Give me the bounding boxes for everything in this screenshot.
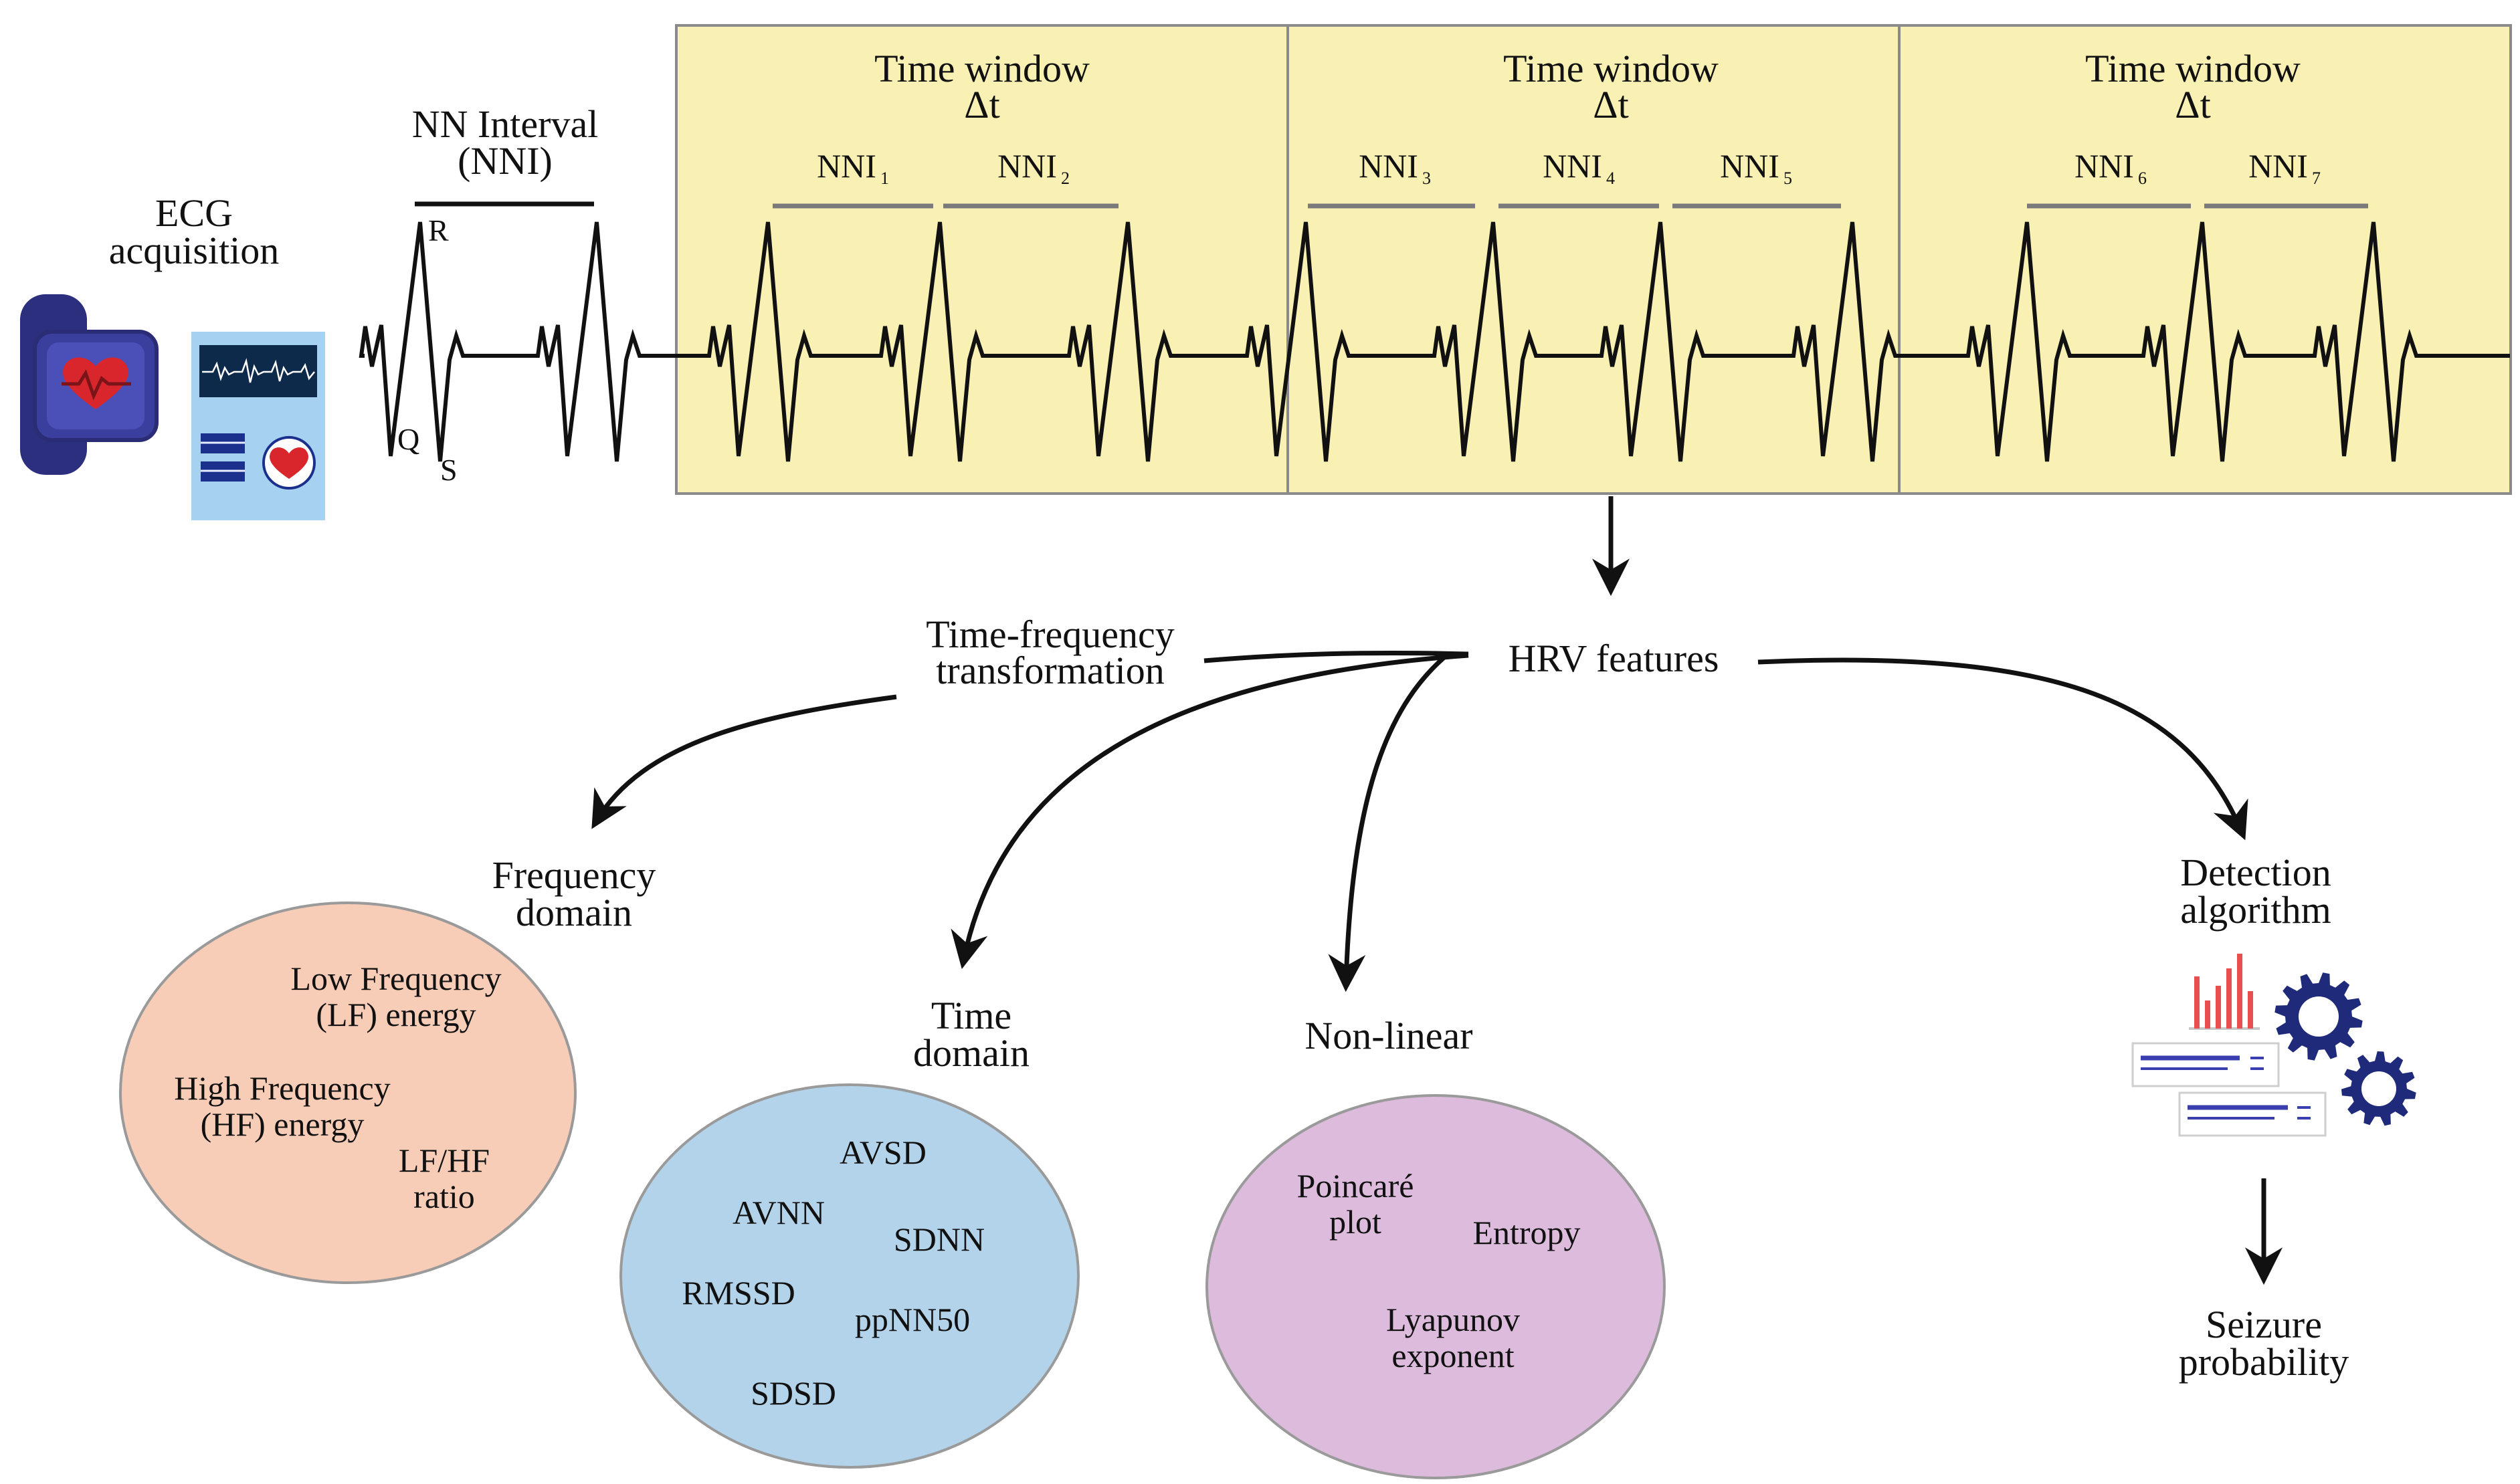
watch-heart-icon: [63, 357, 128, 409]
arrow-hrv-to-timefreq: [1203, 650, 1469, 663]
time-window-3-label: Time window: [2085, 47, 2301, 90]
detection-title: Detection: [2180, 851, 2331, 894]
time-window-1: [675, 24, 1289, 495]
time-window-2-label: Time window: [1503, 47, 1719, 90]
metric-sdnn: SDNN: [894, 1221, 985, 1258]
smartwatch-icon: [20, 294, 159, 475]
nonlinear-ellipse: [1205, 1094, 1666, 1479]
ecg-acquisition: ECG acquisition: [20, 191, 325, 520]
time-window-2-delta: Δt: [1593, 83, 1628, 126]
nonlinear-domain: Non-linear Poincaré plot Entropy Lyapuno…: [1205, 1014, 1666, 1479]
metric-avsd: AVSD: [840, 1134, 927, 1171]
poincare-line2: plot: [1329, 1203, 1381, 1241]
frequency-domain-subtitle: domain: [516, 891, 632, 934]
nn-interval-annotation: NN Interval (NNI) R Q S: [397, 102, 598, 487]
gear-hole: [2299, 996, 2339, 1037]
q-wave-label: Q: [397, 422, 419, 456]
lf-energy-line1: Low Frequency: [290, 960, 501, 997]
hrv-features-label: HRV features: [1509, 637, 1719, 680]
ecg-acquisition-subtitle: acquisition: [109, 229, 280, 272]
time-domain-subtitle: domain: [913, 1031, 1030, 1075]
time-window-1-delta: Δt: [964, 83, 999, 126]
nn-interval-title: NN Interval: [412, 102, 599, 146]
time-window-1-label: Time window: [874, 47, 1090, 90]
monitor-trace: [202, 358, 315, 383]
hf-energy-line1: High Frequency: [174, 1069, 391, 1107]
frequency-domain-ellipse: [119, 902, 577, 1284]
arrow-hrv-to-time-domain: [951, 653, 1469, 969]
time-window-2: [1286, 24, 1901, 495]
gear-icon-small: [2341, 1051, 2416, 1126]
seizure-title: Seizure: [2206, 1303, 2322, 1346]
frequency-domain-title: Frequency: [492, 853, 656, 897]
lyapunov-line1: Lyapunov: [1386, 1301, 1520, 1338]
metric-ppnn50: ppNN50: [855, 1301, 970, 1338]
metric-avnn: AVNN: [733, 1194, 825, 1231]
hf-energy-line2: (HF) energy: [201, 1105, 365, 1143]
frequency-domain: Frequency domain Low Frequency (LF) ener…: [119, 853, 656, 1284]
time-domain-ellipse: [619, 1083, 1080, 1469]
nn-interval-abbrev: (NNI): [458, 139, 553, 183]
lyapunov-line2: exponent: [1391, 1337, 1514, 1374]
arrow-timefreq-to-frequency: [591, 694, 897, 829]
document-card-icon: [2131, 1042, 2327, 1137]
ecg-monitor-icon: [191, 332, 325, 520]
detection-algorithm: Detection algorithm: [2131, 851, 2416, 1384]
hrv-section: HRV features Time-frequency transformati…: [591, 496, 2248, 992]
time-frequency-subtitle: transformation: [936, 649, 1164, 692]
detection-subtitle: algorithm: [2180, 888, 2331, 932]
entropy-label: Entropy: [1472, 1214, 1580, 1251]
arrow-hrv-to-nonlinear: [1328, 655, 1447, 992]
s-wave-label: S: [440, 453, 458, 487]
ecg-trace: [359, 221, 2510, 462]
lf-energy-line2: (LF) energy: [316, 996, 476, 1033]
time-domain-title: Time: [931, 994, 1011, 1037]
time-frequency-title: Time-frequency: [926, 613, 1175, 656]
time-domain: Time domain AVSD AVNN SDNN RMSSD ppNN50 …: [619, 994, 1080, 1469]
monitor-heart-icon: [270, 447, 308, 479]
time-window-3-delta: Δt: [2175, 83, 2210, 126]
nonlinear-title: Non-linear: [1304, 1014, 1472, 1057]
ecg-acquisition-title: ECG: [155, 191, 233, 235]
lf-hf-ratio-line2: ratio: [413, 1178, 475, 1215]
lf-hf-ratio-line1: LF/HF: [399, 1142, 490, 1179]
gear-hole: [2361, 1071, 2396, 1106]
arrow-hrv-to-detection: [1757, 657, 2248, 841]
gear-icon: [2274, 972, 2363, 1061]
bar-chart-icon: [2189, 954, 2260, 1030]
metric-sdsd: SDSD: [751, 1374, 836, 1412]
ecg-waveform: [359, 221, 2510, 462]
metric-rmssd: RMSSD: [682, 1274, 795, 1311]
time-windows: Time window Δt Time window Δt Time windo…: [675, 24, 2512, 495]
seizure-subtitle: probability: [2179, 1340, 2349, 1384]
poincare-line1: Poincaré: [1297, 1167, 1414, 1204]
r-wave-label: R: [428, 213, 449, 247]
